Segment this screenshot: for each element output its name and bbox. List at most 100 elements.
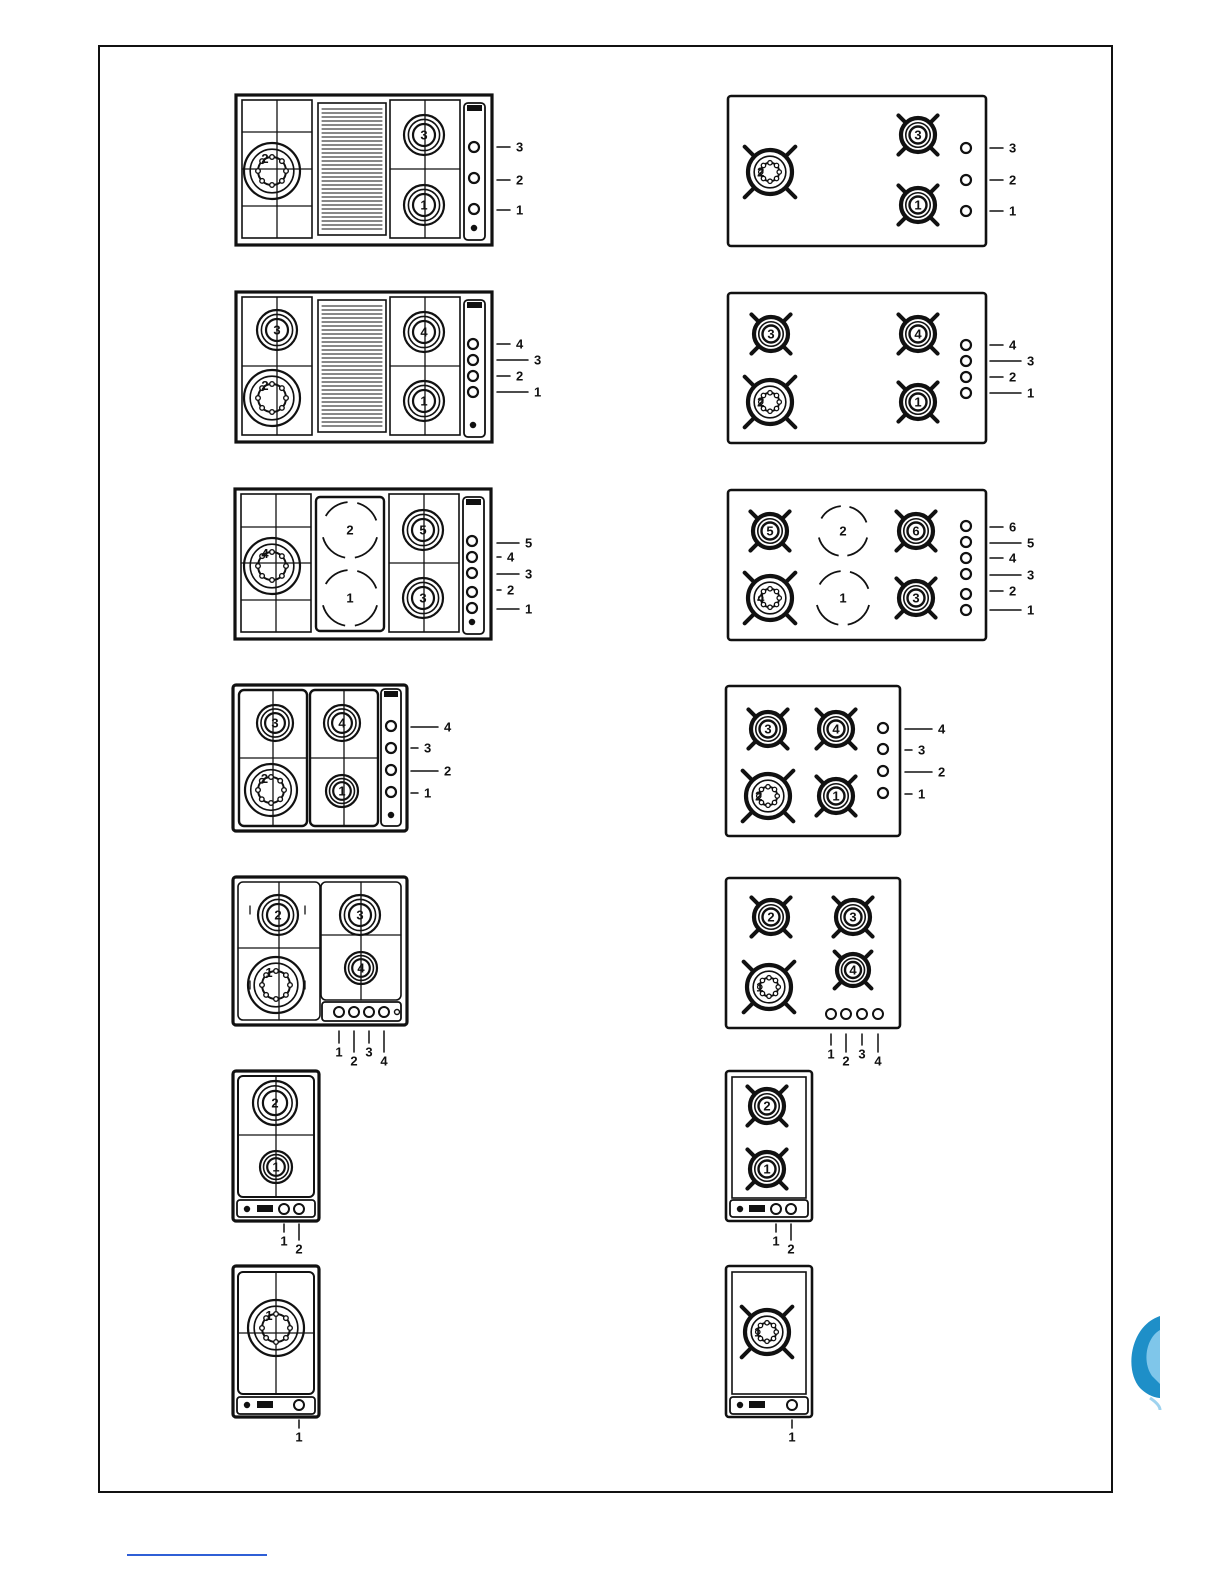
indicator: [258, 1206, 272, 1211]
knob-label: 1: [1009, 204, 1016, 219]
control-knob: 1: [961, 204, 1016, 219]
glass-burner: 2: [747, 1086, 786, 1125]
hotplate-panel: [316, 497, 384, 631]
knob-label: 3: [918, 743, 925, 758]
control-knob: 3: [467, 567, 532, 582]
gas-burner: 5: [403, 510, 443, 550]
knob-label: 2: [1009, 584, 1016, 599]
knob-label: 3: [525, 567, 532, 582]
knob-callout: 4: [874, 1034, 882, 1069]
burner-port: [768, 587, 772, 591]
hob-gas-4-burner-compact: 32414321: [233, 685, 452, 831]
hob-domino-2-burner: 2112: [233, 1071, 319, 1257]
indicator-lamp: [395, 1010, 400, 1015]
indicator: [467, 500, 480, 504]
burner-number: 2: [274, 908, 281, 923]
burner-number: 3: [914, 128, 921, 143]
control-knob: [279, 1204, 289, 1214]
knob-label: 2: [516, 173, 523, 188]
burner-number: 1: [338, 784, 345, 799]
burner-port: [260, 406, 265, 411]
knob-label: 2: [350, 1054, 357, 1069]
knob-label: 1: [280, 1234, 287, 1249]
knob: [878, 766, 888, 776]
glass-burner: 5: [750, 511, 789, 550]
burner-number: 1: [763, 1162, 770, 1177]
knob: [961, 569, 971, 579]
control-knob: 1: [469, 203, 523, 218]
hotplate-arc: [850, 572, 868, 589]
gas-burner: 2: [258, 895, 298, 935]
glass-burner: 1: [898, 185, 937, 224]
burner-number: 3: [849, 910, 856, 925]
burner-number: 5: [766, 524, 773, 539]
burner-port: [280, 554, 285, 559]
burner-port: [768, 161, 772, 165]
glass-burner: 4: [898, 314, 937, 353]
glass-burner: 3: [751, 314, 790, 353]
burner-port: [274, 1340, 279, 1345]
control-knob: 4: [878, 722, 946, 737]
glass-burner: 2: [743, 771, 794, 822]
control-knob: 4: [961, 338, 1017, 353]
burner-port: [767, 976, 771, 980]
electric-hotplate: 2: [819, 506, 867, 556]
burner-outer-ring: [248, 957, 304, 1013]
burner-port: [765, 1321, 769, 1325]
indicator: [258, 1402, 272, 1407]
griddle: [318, 300, 386, 432]
burner-port: [269, 801, 274, 806]
hotplate-arc: [849, 507, 866, 523]
burner-port: [270, 183, 275, 188]
indicator-lamp: [470, 620, 475, 625]
hob-outline: [235, 489, 491, 639]
burner-number: 3: [273, 323, 280, 338]
knob-label: 1: [516, 203, 523, 218]
knob-label: 3: [1027, 568, 1034, 583]
indicator: [385, 692, 397, 696]
control-knob: [841, 1009, 851, 1019]
burner-number: 2: [755, 789, 762, 804]
indicator-lamp: [471, 423, 476, 428]
hotplate-arc: [323, 605, 345, 625]
knob-callout: 1: [788, 1420, 795, 1445]
control-knob: 3: [961, 568, 1034, 583]
hob-mixed-electric-gas: 4215354321: [235, 489, 532, 639]
logo-tail: [1150, 1398, 1160, 1410]
hotplate-arc: [357, 571, 376, 588]
burner-port: [260, 179, 265, 184]
knob-label: 3: [424, 741, 431, 756]
knob: [467, 568, 477, 578]
knob-label: 5: [525, 536, 532, 551]
burner-number: 4: [357, 961, 365, 976]
burner-port: [280, 386, 285, 391]
gas-burner: 1: [326, 775, 358, 807]
hotplate-arc: [819, 537, 839, 555]
hotplate-arc: [821, 506, 840, 518]
burner-port: [768, 605, 772, 609]
hotplate-arc: [355, 605, 377, 625]
knob-label: 5: [1027, 536, 1034, 551]
knob: [961, 372, 971, 382]
knob: [961, 356, 971, 366]
knob: [468, 371, 478, 381]
burner-port: [773, 991, 777, 995]
gas-burner: 1: [404, 185, 444, 225]
burner-port: [280, 159, 285, 164]
knob-label: 2: [507, 583, 514, 598]
indicator-lamp: [245, 1207, 250, 1212]
hotplate-arc: [847, 537, 867, 555]
burner-port: [270, 155, 275, 160]
hotplate-arc: [848, 605, 869, 625]
burner-port: [774, 1330, 778, 1334]
burner-number: 4: [420, 325, 428, 340]
indicator-lamp: [738, 1403, 743, 1408]
burner-outer-ring: [245, 764, 297, 816]
gas-burner: 4: [324, 705, 360, 741]
control-knob: [294, 1400, 304, 1410]
knob-label: 1: [918, 787, 925, 802]
control-knob: 2: [961, 370, 1016, 385]
control-knob: 6: [961, 520, 1016, 535]
burner-port: [774, 406, 778, 410]
hotplate-number: 1: [839, 591, 846, 606]
